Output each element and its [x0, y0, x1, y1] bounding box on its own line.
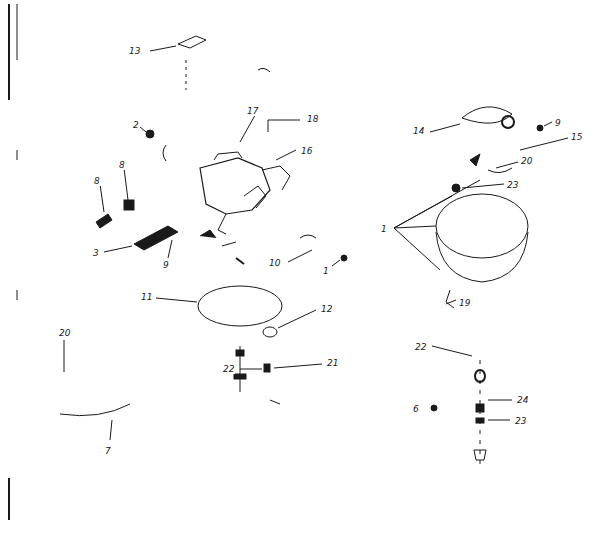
callout-number: 9	[162, 260, 170, 270]
callout-number: 21	[326, 358, 339, 368]
callout-number: 20	[520, 156, 533, 166]
callout-number: 1	[322, 266, 330, 276]
callout-number: 16	[300, 146, 313, 156]
callout-number: 20	[58, 328, 71, 338]
callout-number: 11	[140, 292, 153, 302]
callout-number: 13	[128, 46, 141, 56]
callout-number: 22	[222, 364, 235, 374]
callout-number: 18	[306, 114, 319, 124]
callout-number: 22	[414, 342, 427, 352]
callout-number: 9	[554, 118, 562, 128]
callout-number: 15	[570, 132, 583, 142]
callout-number: 7	[104, 446, 112, 456]
callout-number: 8	[93, 176, 101, 186]
callout-number: 2	[132, 120, 140, 130]
callout-number: 1	[380, 224, 388, 234]
callout-number: 19	[458, 298, 471, 308]
callout-number: 14	[412, 126, 425, 136]
callout-number: 23	[506, 180, 519, 190]
callout-number: 23	[514, 416, 527, 426]
callout-number: 8	[118, 160, 126, 170]
callout-number: 24	[516, 395, 529, 405]
callout-number: 6	[412, 404, 420, 414]
callout-number: 3	[92, 248, 100, 258]
callout-number: 10	[268, 258, 281, 268]
callout-number: 12	[320, 304, 333, 314]
callout-number: 17	[246, 106, 259, 116]
